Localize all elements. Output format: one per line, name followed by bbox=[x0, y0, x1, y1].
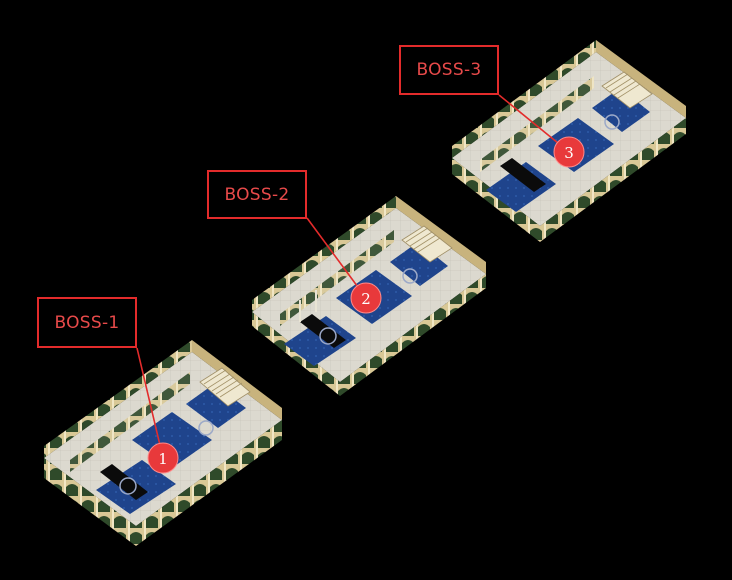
boss-3-label: BOSS-3 bbox=[399, 45, 499, 95]
boss-marker-3-number: 3 bbox=[564, 144, 574, 162]
boss-marker-1-number: 1 bbox=[158, 450, 168, 468]
boss-2-label: BOSS-2 bbox=[207, 170, 307, 219]
boss-marker-2[interactable]: 2 bbox=[350, 282, 382, 314]
leader-line-2 bbox=[306, 217, 367, 299]
room-boss-2 bbox=[252, 196, 486, 396]
room-boss-1 bbox=[44, 340, 282, 546]
boss-marker-2-number: 2 bbox=[361, 290, 371, 308]
boss-marker-3[interactable]: 3 bbox=[553, 136, 585, 168]
room-boss-3 bbox=[452, 40, 686, 242]
boss-1-label: BOSS-1 bbox=[37, 297, 137, 348]
leader-line-1 bbox=[136, 347, 164, 459]
boss-marker-1[interactable]: 1 bbox=[147, 442, 179, 474]
